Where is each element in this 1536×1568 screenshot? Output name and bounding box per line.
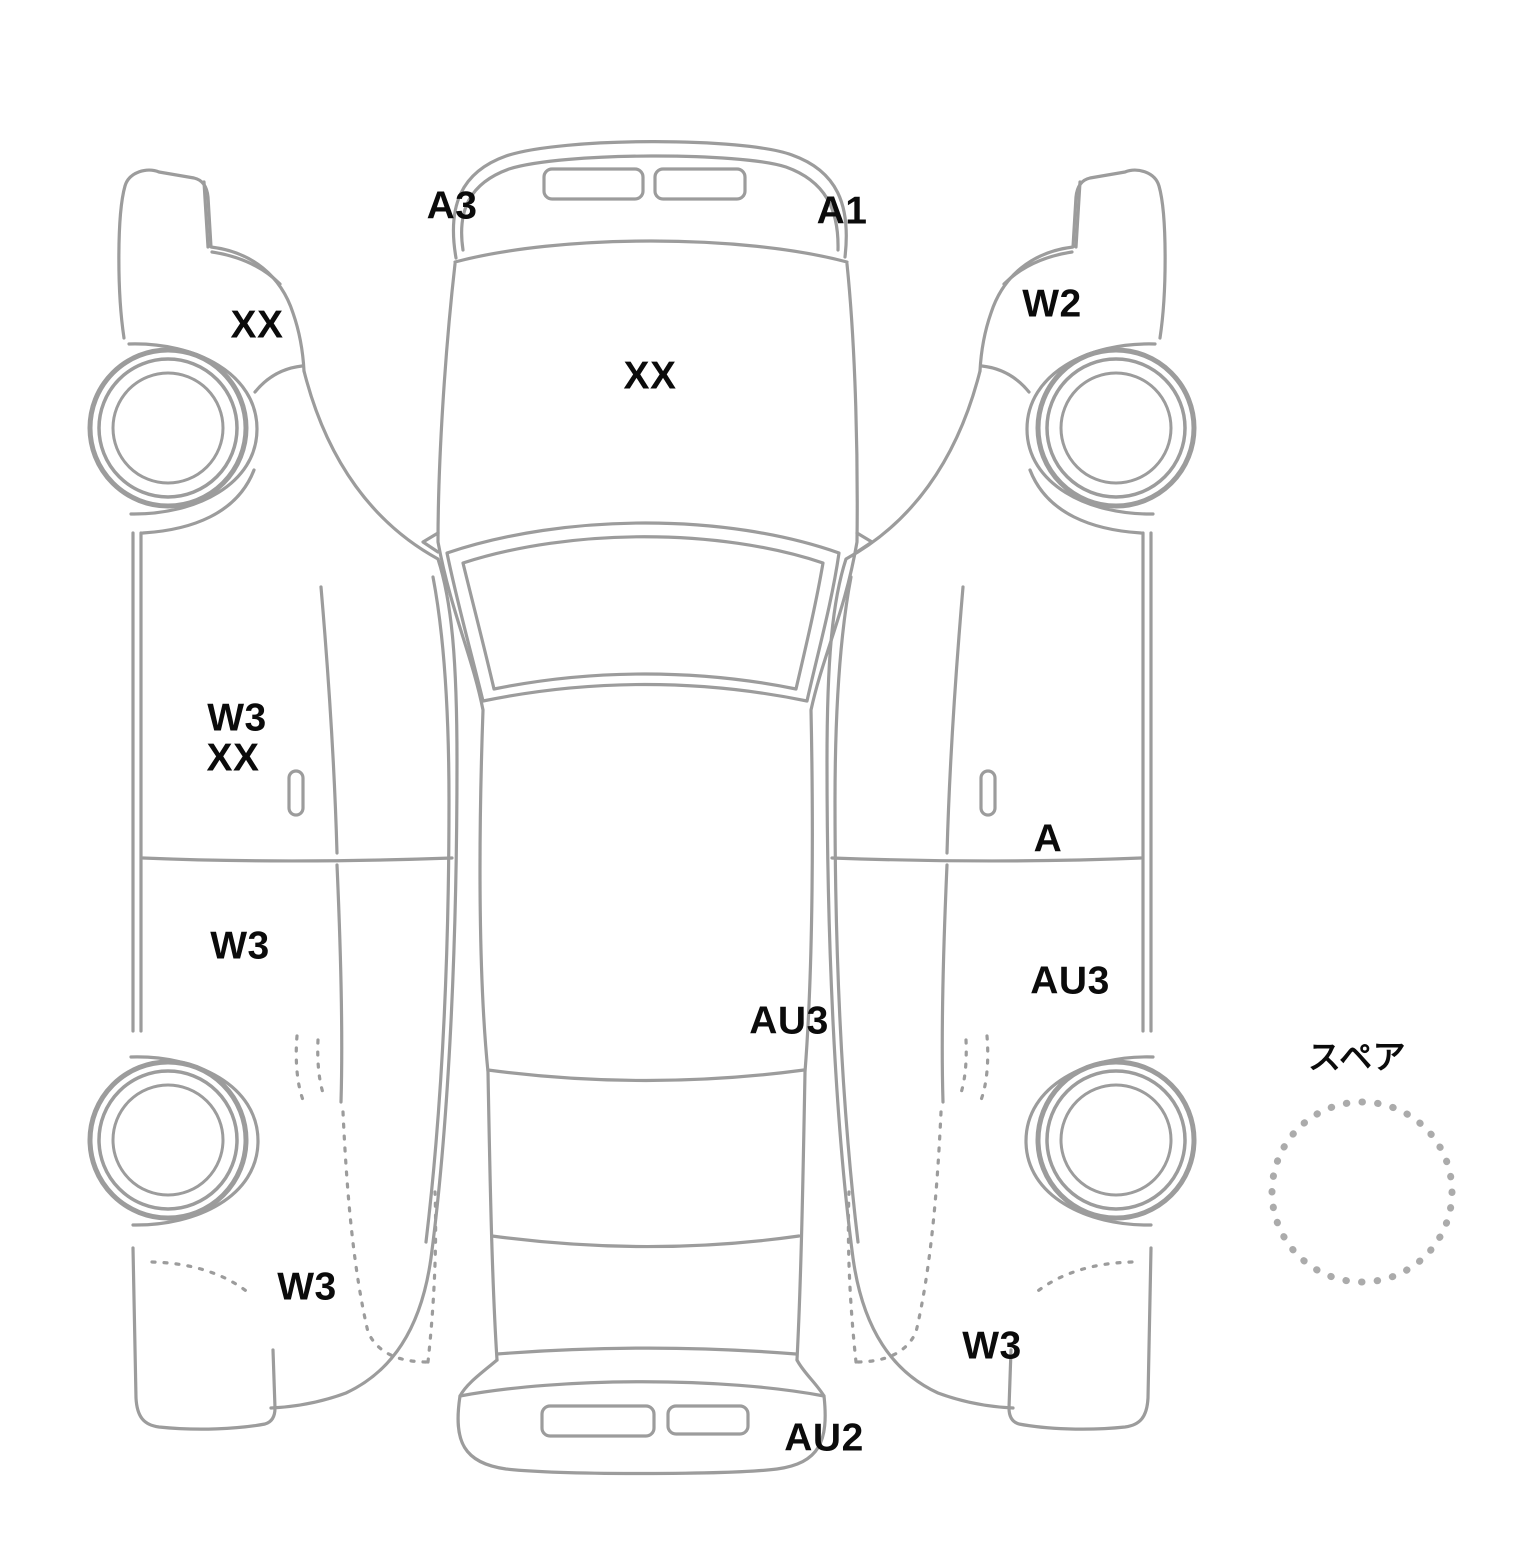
windshield-outer [445,521,841,703]
rear-bumper-top-edge [458,1380,826,1398]
roof-rear-edge [486,1068,806,1083]
front-garnish-panel-right [653,167,747,201]
rear-bumper-outline [456,1358,827,1476]
hood-leading-edge [453,239,849,264]
rear-garnish-panel-left [540,1404,656,1438]
windshield-inner [461,535,825,691]
body-side-left [436,262,499,1362]
rear-window-bottom-line [490,1234,801,1249]
trunk-rear-edge [495,1346,798,1356]
left-side-view [90,170,457,1429]
body-side-right [795,262,859,1362]
spare-tire [1268,1098,1456,1286]
front-bumper-inner-line [460,154,840,252]
mirror-right [855,531,874,554]
spare-tire-dotted-circle [1268,1098,1456,1286]
top-view [421,140,874,1476]
right-side-view [827,170,1194,1429]
mirror-left [421,531,440,554]
rear-garnish-panel-right [666,1404,750,1436]
front-bumper-outline [451,140,848,260]
front-garnish-panel-left [542,167,645,201]
